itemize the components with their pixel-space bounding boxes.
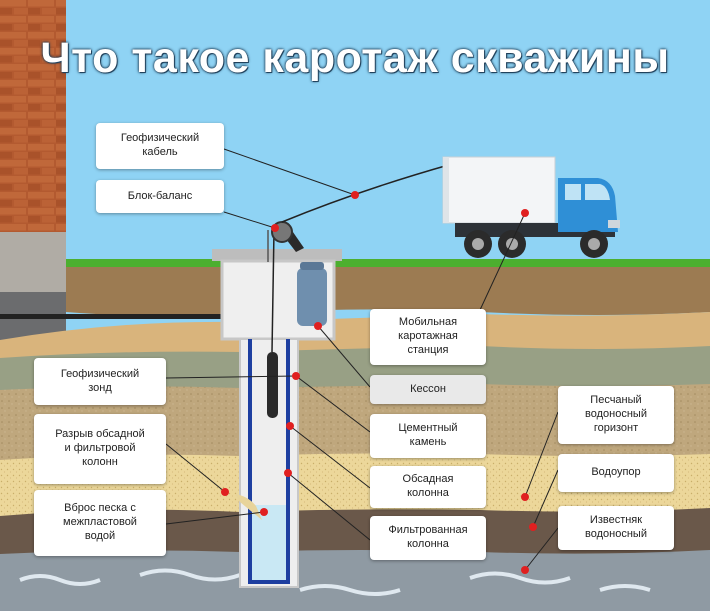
siltstone-layer xyxy=(0,384,710,463)
limestone-layer xyxy=(0,550,710,611)
label-limestone-aquifer: Известняк водоносный xyxy=(558,506,674,550)
page-title: Что такое каротаж скважины xyxy=(40,34,670,82)
label-casing-rupture: Разрыв обсадной и фильтровой колонн xyxy=(34,414,166,484)
pointer-dots xyxy=(221,191,537,574)
label-aquitard: Водоупор xyxy=(558,454,674,492)
label-sand-aquifer: Песчаный водоносный горизонт xyxy=(558,386,674,444)
loam-layer xyxy=(0,346,710,395)
label-block-balance: Блок-баланс xyxy=(96,180,224,213)
truck-box xyxy=(442,156,556,224)
label-sand-inflow: Вброс песка с межпластовой водой xyxy=(34,490,166,556)
geophysical-probe xyxy=(267,352,278,418)
grass xyxy=(66,259,710,267)
water-in-well xyxy=(252,505,286,580)
label-mobile-logging-station: Мобильная каротажная станция xyxy=(370,309,486,365)
casing-right xyxy=(286,339,290,584)
pressure-tank xyxy=(297,268,327,326)
sand-aquifer-layer xyxy=(0,453,710,519)
brick-wall xyxy=(0,0,66,232)
geophysical-cable xyxy=(281,163,453,223)
leader-lines xyxy=(165,148,559,571)
aquitard-layer xyxy=(0,508,710,559)
logging-truck xyxy=(442,156,620,258)
label-filter-string: Фильтрованная колонна xyxy=(370,516,486,560)
label-casing-string: Обсадная колонна xyxy=(370,466,486,508)
casing-left xyxy=(248,339,252,584)
label-caisson: Кессон xyxy=(370,375,486,404)
wall-foundation xyxy=(0,232,66,292)
caisson-lid xyxy=(212,249,342,261)
label-geophysical-cable: Геофизический кабель xyxy=(96,123,224,169)
label-geophysical-probe: Геофизический зонд xyxy=(34,358,166,405)
label-cement-stone: Цементный камень xyxy=(370,414,486,458)
